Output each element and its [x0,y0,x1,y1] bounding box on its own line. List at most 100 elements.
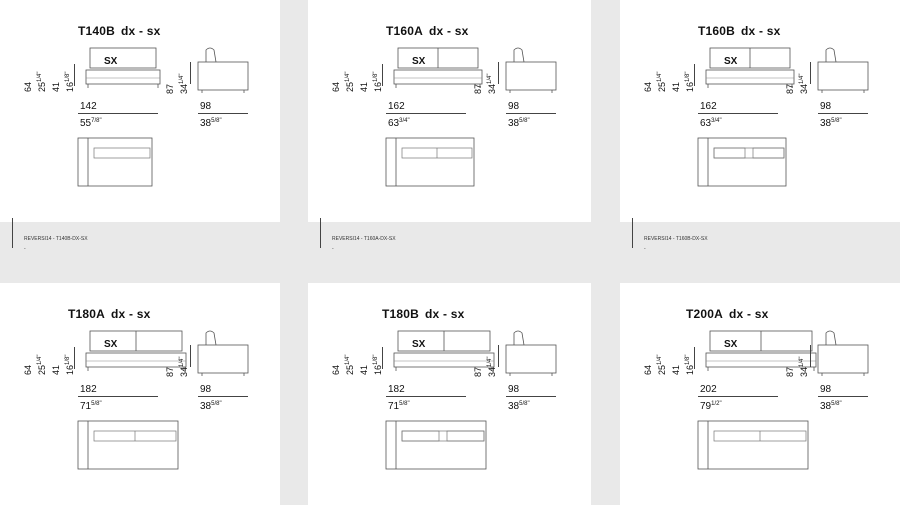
depth-height-inch: 341/4" [798,357,809,378]
height-total-inch: 251/4" [656,355,667,376]
height-total-cm-value: 64 [643,364,653,375]
dimension-line [74,347,75,369]
top-outline [697,420,809,470]
depth-inch-value: 38 [508,118,520,129]
footer-marker [320,218,321,248]
sofa-outline [393,352,495,368]
depth-cm: 98 [820,384,832,395]
dimension-line [382,64,383,86]
model-config: dx - sx [429,24,469,38]
width-inch: 791/2" [700,399,722,412]
sx-label: SX [412,56,426,67]
width-cm: 142 [80,101,97,112]
height-total-cm-value: 64 [331,364,341,375]
height-total-cm-value: 64 [23,364,33,375]
side-view-drawing [505,47,557,93]
dimension-line [190,345,191,367]
top-outline [713,147,746,159]
width-inch-fraction: 7/8" [91,118,102,124]
depth-cm: 98 [820,101,832,112]
height-total-inch-value: 25 [345,364,355,375]
width-cm: 162 [388,101,405,112]
height-total-inch-fraction: 1/4" [37,354,43,365]
height-total-cm: 64 [23,82,33,92]
depth-height-cm: 87 [785,367,795,377]
footer-dash: - [24,246,26,252]
side-view-drawing [197,330,249,376]
depth-inch-value: 38 [820,401,832,412]
seat-height-cm: 41 [51,365,61,375]
dimension-line [818,396,868,397]
depth-cm: 98 [508,384,520,395]
side-outline [197,344,249,374]
height-total-inch-value: 25 [37,81,47,92]
seat-height-cm-value: 41 [671,81,681,92]
seat-height-inch-fraction: 1/8" [685,354,691,365]
sx-label: SX [724,339,738,350]
front-view-drawing [705,330,817,371]
depth-height-inch-value: 34 [487,83,497,94]
model-code: T200A [686,307,724,321]
top-outline [385,420,487,470]
depth-height-inch: 341/4" [486,74,497,95]
dimension-line [386,396,466,397]
depth-inch-value: 38 [820,118,832,129]
height-total-cm: 64 [331,81,341,92]
top-outline [385,137,475,187]
width-inch-value: 71 [388,401,400,412]
depth-height-inch-fraction: 1/4" [799,356,805,367]
height-total-cm: 64 [643,364,653,375]
width-inch: 715/8" [80,399,102,412]
model-code: T160A [386,24,424,38]
depth-inch: 385/8" [508,116,530,129]
footer-reference: REVERSI14 - T160A-DX-SX [332,236,396,242]
depth-height-inch: 341/4" [486,357,497,378]
side-view-drawing [817,47,869,93]
depth-height-cm: 87 [785,84,795,94]
depth-height-inch-value: 34 [799,83,809,94]
model-title: T160A dx - sx [386,24,468,38]
seat-height-cm-value: 41 [359,81,369,92]
sofa-outline [705,69,795,85]
depth-inch-value: 38 [200,118,212,129]
depth-height-inch-value: 34 [487,366,497,377]
sx-label: SX [104,339,118,350]
dimension-line [78,113,158,114]
side-outline [197,61,249,91]
width-cm: 182 [80,384,97,395]
side-outline [825,47,837,63]
depth-height-inch-fraction: 1/4" [487,356,493,367]
dimension-line [506,113,556,114]
model-code: T180A [68,307,106,321]
height-total-cm-value: 64 [331,81,341,92]
width-cm: 202 [700,384,717,395]
side-view-drawing [817,330,869,376]
depth-height-cm-value: 87 [473,366,483,377]
dimension-line [74,64,75,86]
dimension-line [698,113,778,114]
dimension-line [698,396,778,397]
front-view-drawing [705,47,795,88]
sofa-outline [85,69,161,85]
depth-height-cm: 87 [165,367,175,377]
height-total-inch: 251/4" [344,355,355,376]
width-inch-value: 79 [700,401,712,412]
top-view-drawing [697,137,787,187]
footer-reference: REVERSI14 - T140B-DX-SX [24,236,88,242]
seat-height-cm: 41 [671,365,681,375]
seat-height-cm-value: 41 [359,364,369,375]
top-view-drawing [77,137,153,187]
dimension-line [694,347,695,369]
dimension-line [506,396,556,397]
model-config: dx - sx [425,307,465,321]
depth-height-inch-value: 34 [179,366,189,377]
height-total-inch-value: 25 [37,364,47,375]
depth-height-inch: 341/4" [178,357,189,378]
width-inch: 633/4" [388,116,410,129]
width-inch-value: 55 [80,118,92,129]
